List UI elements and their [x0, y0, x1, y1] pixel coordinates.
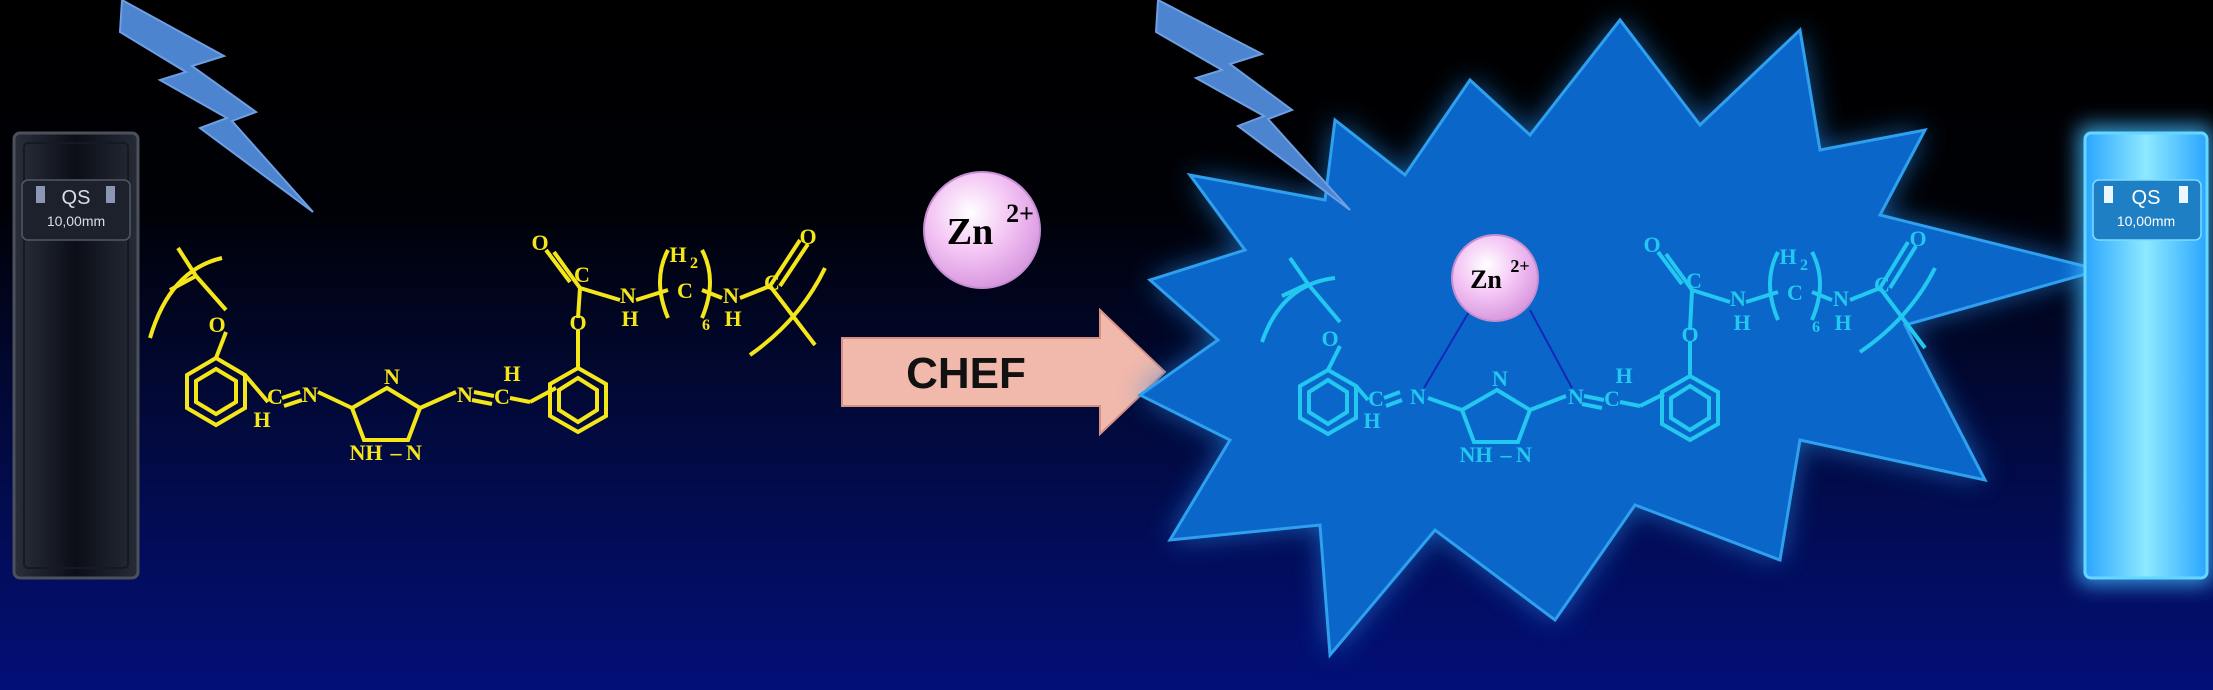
atom-label: N — [1516, 442, 1532, 467]
atom-label: H — [1615, 363, 1632, 388]
atom-label: – — [1500, 442, 1513, 467]
atom-label: 2 — [1800, 257, 1808, 274]
atom-label: H — [669, 242, 686, 267]
atom-label: O — [569, 310, 586, 335]
atom-label: H — [1779, 244, 1796, 269]
cuvette-left: QS 10,00mm — [12, 131, 140, 580]
atom-label: NH — [1460, 442, 1493, 467]
atom-label: O — [208, 312, 225, 337]
fluorescence-starburst — [1137, 17, 2106, 659]
atom-label: C — [764, 270, 780, 295]
atom-label: C — [1368, 386, 1384, 411]
atom-label: N — [1568, 384, 1584, 409]
cuvette-right: QS 10,00mm — [2078, 125, 2213, 585]
chef-arrow: CHEF — [841, 307, 1167, 437]
atom-label: O — [1321, 326, 1338, 351]
atom-label: O — [531, 230, 548, 255]
atom-label: 6 — [1812, 319, 1820, 336]
atom-label: NH — [350, 440, 383, 465]
atom-label: C — [574, 262, 590, 287]
atom-label: N — [406, 440, 422, 465]
atom-label: N — [384, 364, 400, 389]
zinc-complex-structure — [1260, 240, 1937, 444]
atom-label: H — [1733, 310, 1750, 335]
atom-label: H — [253, 407, 270, 432]
atom-label: N — [1492, 366, 1508, 391]
atom-label: N — [1730, 286, 1746, 311]
cuvette-right-pathlength: 10,00mm — [2117, 213, 2175, 229]
atom-label: 2 — [690, 255, 698, 272]
atom-label: 6 — [702, 317, 710, 334]
free-ligand-labels: O C H N N NH – N N H C O O C N H H 2 C 6… — [208, 224, 816, 465]
atom-label: H — [1834, 310, 1851, 335]
atom-label: O — [1681, 322, 1698, 347]
atom-label: C — [494, 384, 510, 409]
atom-label: H — [1363, 408, 1380, 433]
atom-label: C — [1686, 268, 1702, 293]
svg-text:Zn: Zn — [947, 211, 993, 253]
atom-label: N — [302, 382, 318, 407]
ion-charge: 2+ — [1006, 199, 1034, 228]
coordination-bonds — [1423, 309, 1573, 389]
atom-label: N — [620, 283, 636, 308]
atom-label: C — [1874, 272, 1890, 297]
lightning-bolt-icon-right — [1154, 0, 1351, 211]
cuvette-left-brand: QS — [62, 187, 91, 209]
ion-symbol: Zn — [1470, 265, 1502, 294]
zinc-complex-labels: O C H N N NH – N N H C O O C N H H 2 C 6… — [1321, 226, 1926, 467]
free-ligand-structure — [148, 238, 827, 442]
ion-charge: 2+ — [1510, 256, 1529, 276]
lightning-bolt-icon-left — [118, 0, 314, 213]
atom-label: – — [390, 440, 403, 465]
atom-label: H — [724, 306, 741, 331]
atom-label: N — [457, 382, 473, 407]
cuvette-left-pathlength: 10,00mm — [47, 213, 105, 229]
chef-label: CHEF — [906, 349, 1026, 398]
atom-label: O — [799, 224, 816, 249]
atom-label: C — [677, 278, 693, 303]
atom-label: C — [1604, 386, 1620, 411]
atom-label: O — [1643, 232, 1660, 257]
atom-label: H — [621, 306, 638, 331]
ion-symbol: Zn — [947, 211, 993, 253]
atom-label: H — [503, 361, 520, 386]
atom-label: N — [1833, 286, 1849, 311]
atom-label: C — [267, 384, 283, 409]
atom-label: N — [723, 283, 739, 308]
atom-label: C — [1787, 280, 1803, 305]
zinc-ion-bound: Zn 2+ — [1451, 234, 1539, 322]
atom-label: O — [1909, 226, 1926, 251]
svg-text:Zn: Zn — [1470, 265, 1502, 294]
atom-label: N — [1410, 384, 1426, 409]
zinc-ion-reagent: Zn 2+ — [923, 171, 1041, 289]
cuvette-right-brand: QS — [2132, 187, 2161, 209]
